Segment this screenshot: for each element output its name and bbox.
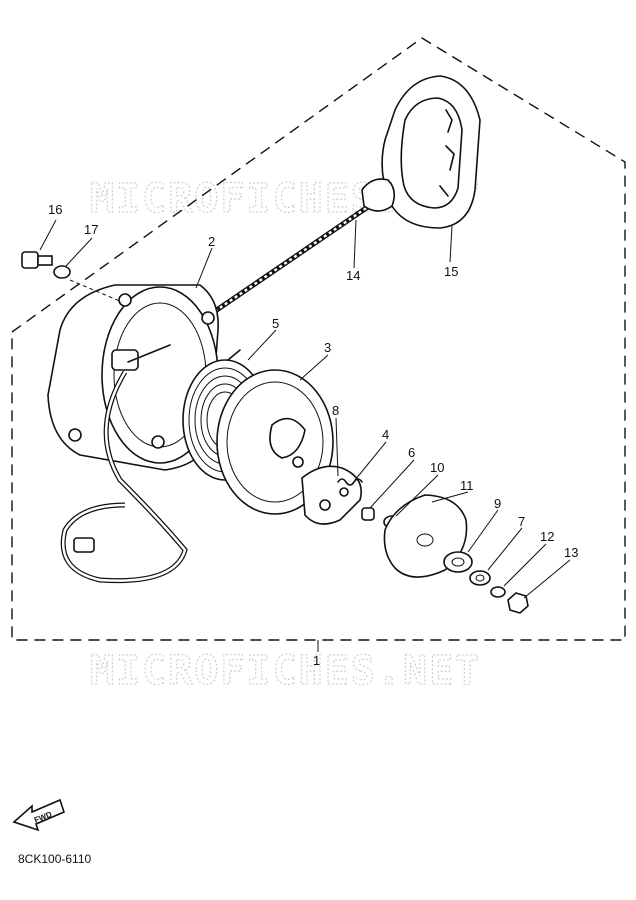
callout-11: 11 xyxy=(460,478,474,493)
assembly-boundary xyxy=(11,37,626,641)
callout-8: 8 xyxy=(332,403,339,418)
callout-2: 2 xyxy=(208,234,215,249)
bolt xyxy=(21,251,53,269)
callout-5: 5 xyxy=(272,316,279,331)
callout-12: 12 xyxy=(540,529,554,544)
part-code: 8CK100-6110 xyxy=(18,852,92,866)
pawl-spring xyxy=(337,478,363,486)
washer-17 xyxy=(53,265,71,279)
starter-handle xyxy=(361,75,481,229)
cable-connector xyxy=(73,537,95,553)
callout-1: 1 xyxy=(313,653,320,668)
washer-7 xyxy=(469,570,491,586)
washer-12 xyxy=(490,586,506,598)
nut xyxy=(507,592,529,614)
watermark-bottom: MICROFICHES.NET xyxy=(90,648,481,694)
callout-6: 6 xyxy=(408,445,415,460)
callout-3: 3 xyxy=(324,340,331,355)
small-spring xyxy=(361,507,375,521)
callout-15: 15 xyxy=(444,264,458,279)
callout-14: 14 xyxy=(346,268,360,283)
callout-16: 16 xyxy=(48,202,62,217)
callout-7: 7 xyxy=(518,514,525,529)
callout-13: 13 xyxy=(564,545,578,560)
pawl xyxy=(301,465,362,525)
callout-10: 10 xyxy=(430,460,444,475)
bolt-path xyxy=(69,279,123,303)
fwd-arrow-icon: FWD xyxy=(12,798,65,832)
callout-4: 4 xyxy=(382,427,389,442)
callout-17: 17 xyxy=(84,222,98,237)
washer-9 xyxy=(443,551,473,573)
callout-9: 9 xyxy=(494,496,501,511)
